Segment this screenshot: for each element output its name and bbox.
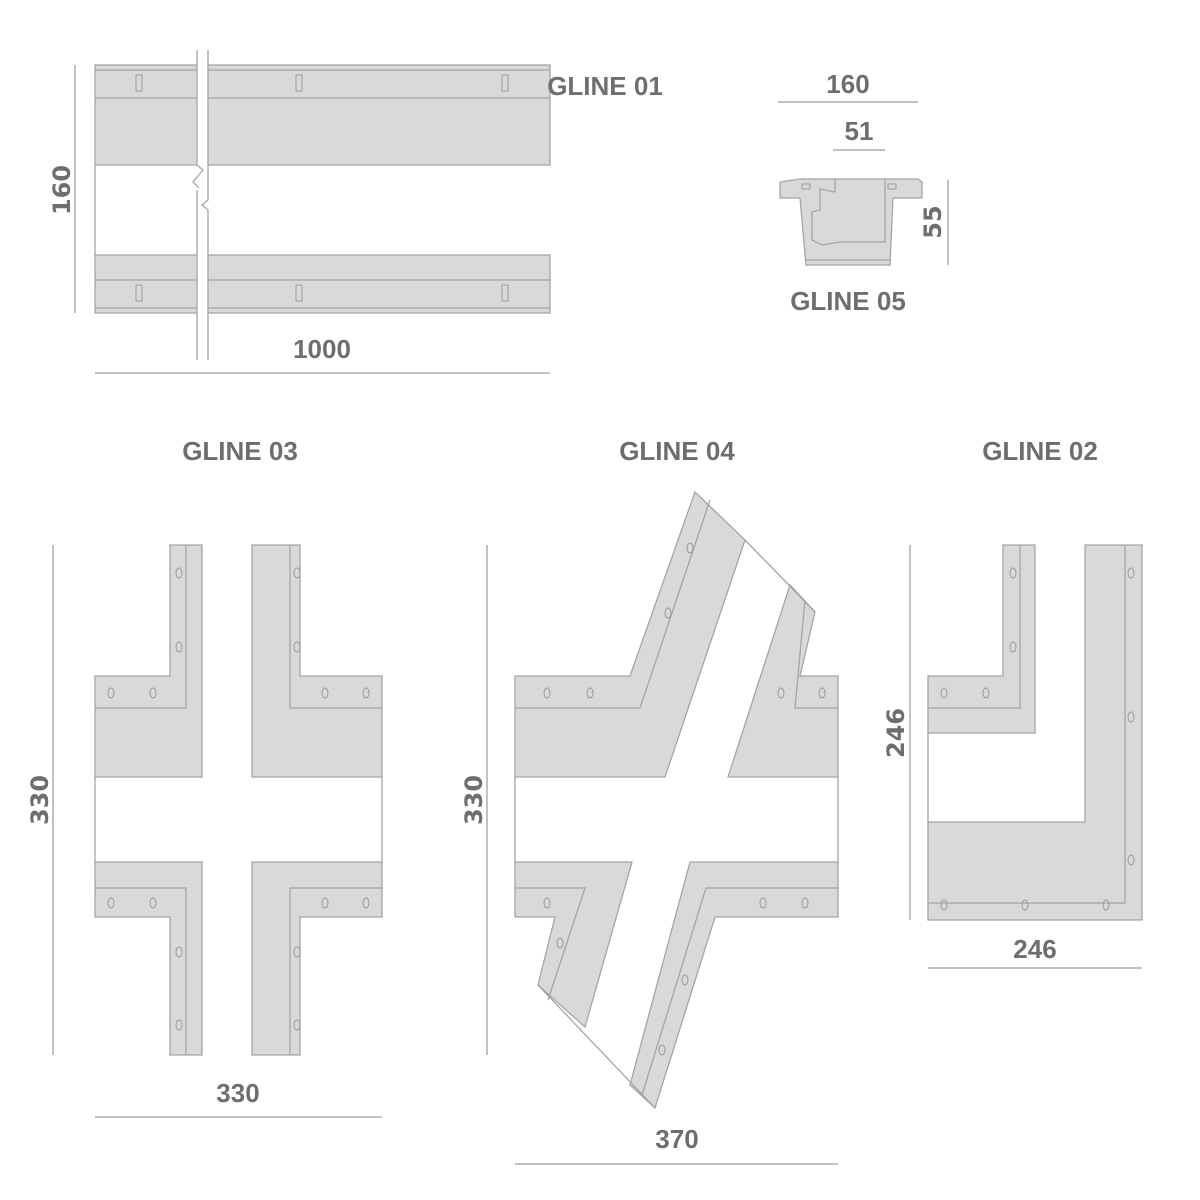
gline01-profile	[94, 50, 551, 360]
gline03-title: GLINE 03	[182, 436, 298, 466]
g03-width-label: 330	[216, 1078, 259, 1108]
g05-inner-label: 51	[845, 116, 874, 146]
gline03-profile	[94, 544, 383, 1056]
g05-height-label: 55	[919, 205, 947, 238]
g04-height-label: 330	[460, 775, 488, 825]
gline04-title: GLINE 04	[619, 436, 735, 466]
gline02-profile	[927, 544, 1143, 921]
gline05-profile	[779, 178, 923, 266]
gline04-profile	[514, 490, 839, 1110]
gline02-title: GLINE 02	[982, 436, 1098, 466]
g04-width-label: 370	[655, 1124, 698, 1154]
g02-width-label: 246	[1013, 934, 1056, 964]
gline01-title: GLINE 01	[547, 71, 663, 101]
gline05-title: GLINE 05	[790, 286, 906, 316]
g02-height-label: 246	[882, 708, 910, 758]
g01-length-label: 1000	[293, 334, 351, 364]
g01-height-label: 160	[48, 165, 76, 215]
g03-height-label: 330	[26, 775, 54, 825]
g05-width-label: 160	[826, 69, 869, 99]
